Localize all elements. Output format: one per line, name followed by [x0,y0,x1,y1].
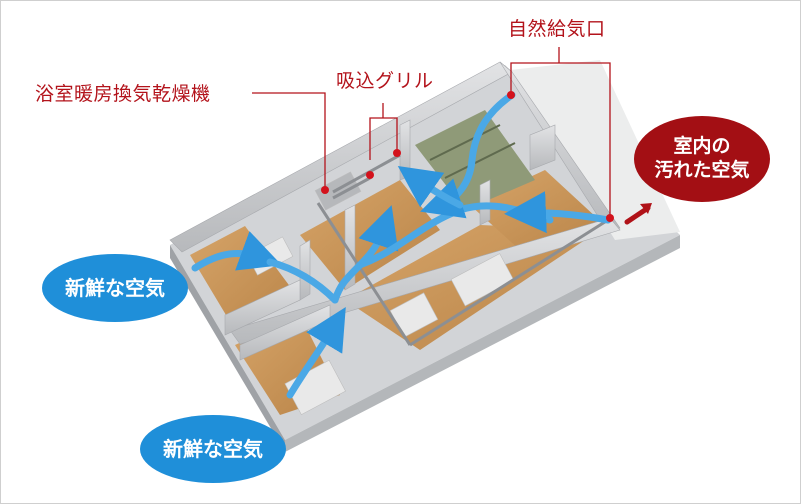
dirty-air-line2: 汚れた空気 [654,159,750,181]
label-natural-air-inlet: 自然給気口 [508,18,606,40]
fresh-air-text: 新鮮な空気 [163,436,263,461]
label-bathroom-dryer: 浴室暖房換気乾燥機 [35,83,211,105]
leader-dots [321,91,614,222]
fresh-air-bubble-top: 新鮮な空気 [42,254,188,322]
airflow-arrows [191,91,612,399]
exhaust-arrow-icon [624,203,652,225]
leader-lines [252,47,611,218]
label-intake-grille: 吸込グリル [336,70,434,92]
dirty-air-bubble: 室内の 汚れた空気 [634,116,770,202]
dirty-air-line1: 室内の [673,135,731,158]
fresh-air-bubble-bottom: 新鮮な空気 [140,415,286,483]
fresh-air-text: 新鮮な空気 [65,275,165,300]
